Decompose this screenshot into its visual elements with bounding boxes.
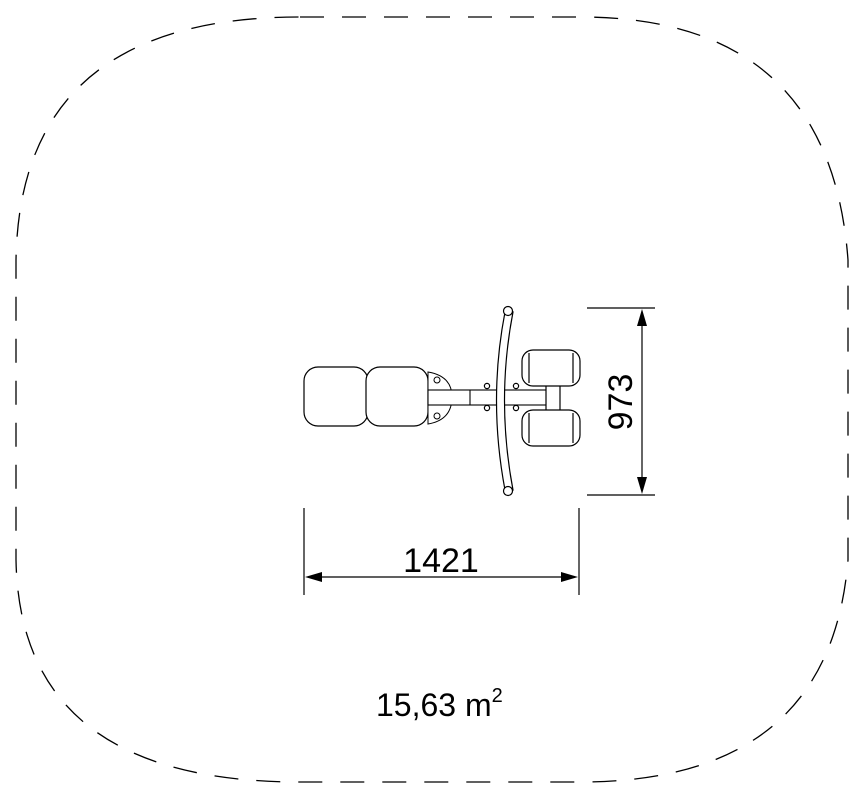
upright-pin-1 [483, 382, 491, 390]
pad-axle [545, 384, 561, 412]
hinge-bolt-top [433, 376, 441, 384]
upright-pin-3 [512, 382, 520, 390]
width-dimension [303, 508, 580, 595]
width-label: 1421 [403, 542, 479, 580]
upright-bar [483, 305, 520, 497]
height-dimension [587, 307, 655, 496]
area-label: 15,63 m2 [376, 685, 503, 723]
leg-pad-bottom [521, 409, 581, 447]
upright-cap-bottom [502, 485, 514, 497]
upright-cap-top [502, 305, 514, 317]
width-arrow-right [561, 572, 578, 582]
leg-pads [521, 349, 581, 447]
main-beam [427, 389, 559, 406]
seat-pad-right [365, 366, 429, 427]
upright-pin-4 [512, 404, 520, 412]
safety-zone-outline [15, 16, 849, 783]
area-value: 15,63 m [376, 687, 492, 723]
seat-pad-left [303, 366, 369, 427]
bench-seat [303, 366, 429, 427]
leg-pad-top [521, 349, 581, 387]
height-arrow-top [637, 309, 647, 326]
upright-pin-2 [483, 404, 491, 412]
width-arrow-left [305, 572, 322, 582]
height-arrow-bottom [637, 477, 647, 494]
beam-body [427, 389, 559, 406]
height-label: 973 [602, 374, 640, 431]
hinge-bolt-bottom [433, 412, 441, 420]
area-unit-exponent: 2 [492, 685, 503, 707]
